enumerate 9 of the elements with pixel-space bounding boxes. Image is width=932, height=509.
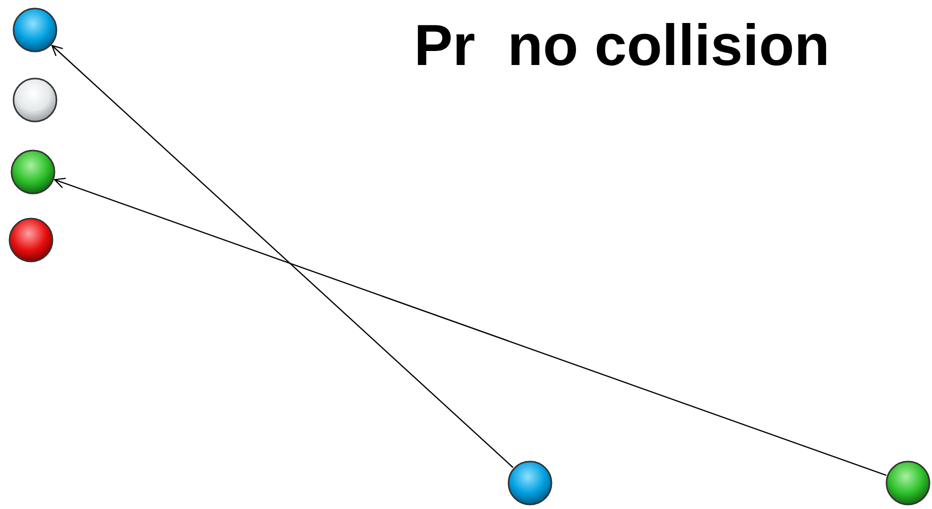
arrow [51,44,514,468]
circle-node [12,7,58,53]
title: Pr no collision [414,14,830,78]
circle-node [8,217,54,263]
circle-node [885,460,931,506]
circle-node [12,77,58,123]
arrow [54,178,886,476]
circle-node [507,460,553,506]
circle-node [10,149,56,195]
